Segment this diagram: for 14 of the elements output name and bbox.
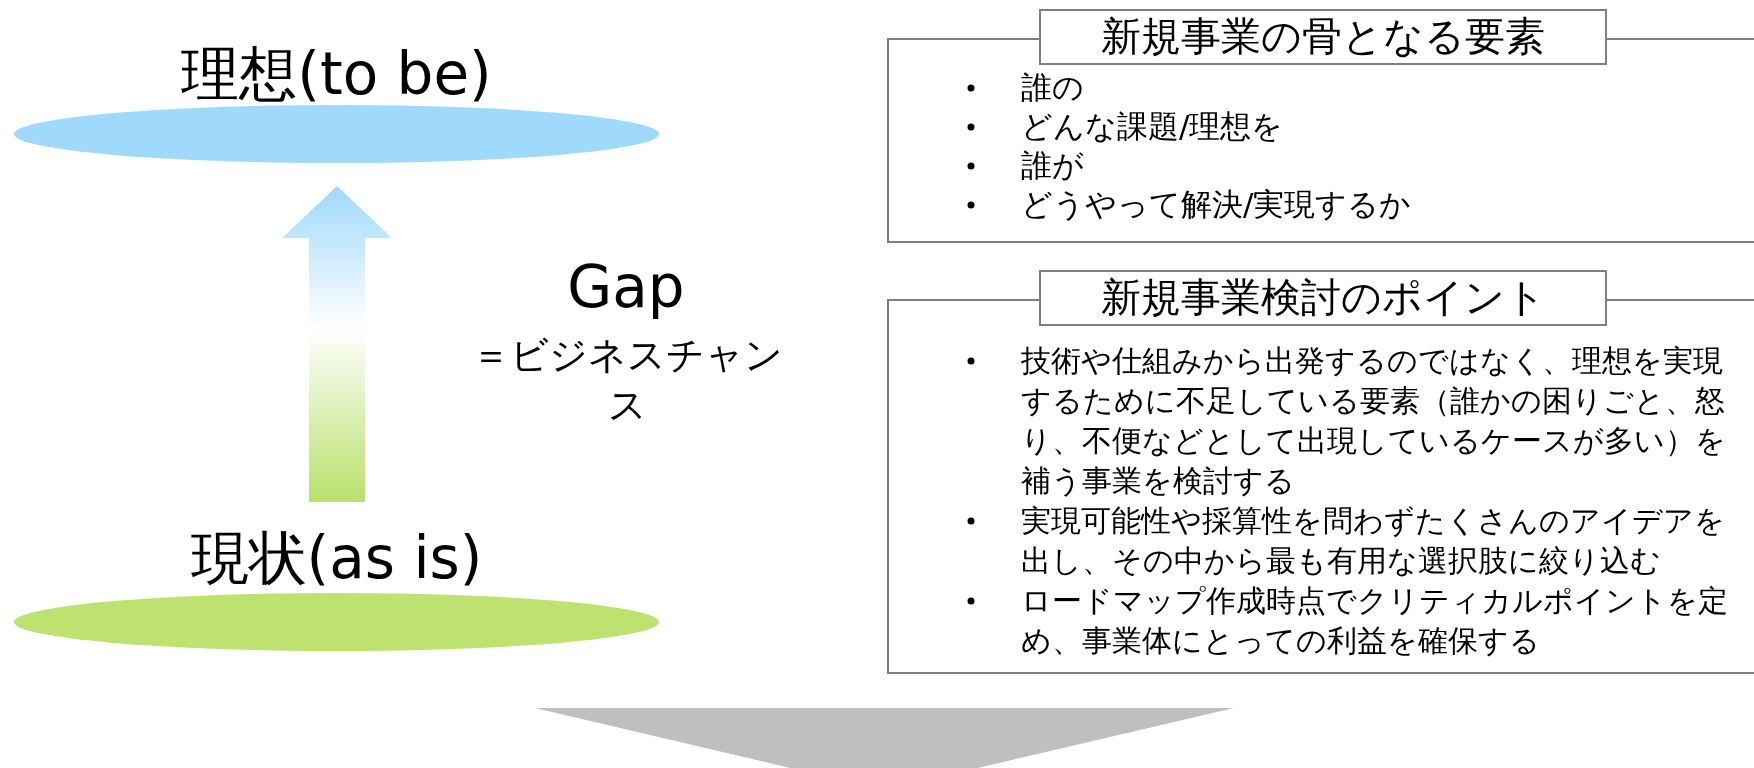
ellipse-title: 理想(to be) xyxy=(180,40,493,108)
box-heading: 新規事業検討のポイント xyxy=(1039,270,1607,326)
bullet-item: ロードマップ作成時点でクリティカルポイントを定め、事業体にとっての利益を確保する xyxy=(959,581,1749,661)
bullet-item: 誰が xyxy=(959,146,1719,185)
bullet-item: 技術や仕組みから出発するのではなく、理想を実現するために不足している要素（誰かの困りごと、怒り、不便などとして出現しているケースが多い）を補う事業を検討する xyxy=(959,341,1749,501)
bullet-item: 誰の xyxy=(959,68,1719,107)
bullet-item: どうやって解決/実現するか xyxy=(959,185,1719,224)
gap-note: ＝ビジネスチャンス xyxy=(470,332,784,429)
bullet-item: 実現可能性や採算性を問わずたくさんのアイデアを出し、その中から最も有用な選択肢に絞り込む xyxy=(959,501,1749,581)
block-arrow xyxy=(282,186,392,502)
bullet-item: どんな課題/理想を xyxy=(959,107,1719,146)
box-heading: 新規事業の骨となる要素 xyxy=(1039,9,1607,65)
gap-label: Gap xyxy=(566,252,686,322)
ellipse-title: 現状(as is) xyxy=(189,524,484,592)
